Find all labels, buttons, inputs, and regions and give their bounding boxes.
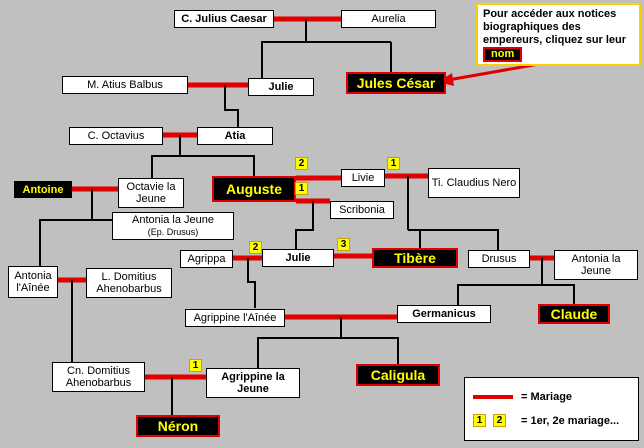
person-balbus: M. Atius Balbus [62, 76, 188, 94]
marriage-number: 1 [295, 182, 308, 195]
emperor-tibere[interactable]: Tibère [372, 248, 458, 268]
note-text: Pour accéder aux notices biographiques d… [483, 8, 627, 46]
legend-number-2: 2 [493, 414, 506, 427]
person-ti-claudius: Ti. Claudius Nero [428, 168, 520, 198]
legend-marriage-swatch [473, 395, 513, 399]
antonia-jeune-name: Antonia la Jeune [132, 214, 214, 226]
descent-line [261, 19, 307, 80]
descent-line [341, 337, 399, 364]
marriage-number: 3 [337, 238, 350, 251]
descent-line [180, 155, 255, 178]
descent-line [224, 85, 239, 127]
person-octavie: Octavie la Jeune [118, 178, 184, 208]
descent-line [457, 258, 543, 306]
person-julie-2: Julie [262, 249, 334, 267]
emperor-caligula[interactable]: Caligula [356, 364, 440, 386]
person-domitius-cn: Cn. Domitius Ahenobarbus [52, 362, 145, 392]
marriage-number: 1 [189, 359, 202, 372]
person-julie: Julie [248, 78, 314, 96]
descent-line [257, 317, 342, 368]
descent-line [39, 189, 93, 266]
descent-line [247, 258, 256, 308]
note-nom-badge: nom [483, 47, 523, 62]
instruction-note: Pour accéder aux notices biographiques d… [476, 3, 641, 66]
marriage-number: 2 [295, 157, 308, 170]
descent-line [151, 135, 181, 178]
person-antoine: Antoine [14, 181, 72, 198]
legend: = Mariage 1 2 = 1er, 2e mariage... [464, 377, 639, 441]
emperor-auguste[interactable]: Auguste [212, 176, 296, 202]
person-aurelia: Aurelia [341, 10, 436, 28]
marriage-number: 2 [249, 241, 262, 254]
person-livie: Livie [341, 169, 385, 187]
person-antonia-jeune: Antonia la Jeune (Ep. Drusus) [112, 212, 234, 240]
emperor-jules-cesar[interactable]: Jules César [346, 72, 446, 94]
emperor-claude[interactable]: Claude [538, 304, 610, 324]
person-domitius-l: L. Domitius Ahenobarbus [86, 268, 172, 298]
person-caesar-c: C. Julius Caesar [174, 10, 274, 28]
person-drusus: Drusus [468, 250, 530, 268]
person-antonia-ainee: Antonia l'Aînée [8, 266, 58, 298]
descent-line [542, 284, 575, 304]
person-scribonia: Scribonia [330, 201, 394, 219]
emperor-neron[interactable]: Néron [136, 415, 220, 437]
person-octavius: C. Octavius [69, 127, 163, 145]
marriage-number: 1 [387, 157, 400, 170]
descent-line [408, 229, 421, 248]
person-antonia-jeune-2: Antonia la Jeune [554, 250, 638, 280]
person-agrippine-ainee: Agrippine l'Aînée [185, 309, 285, 327]
person-agrippine-jeune: Agrippine la Jeune [206, 368, 300, 398]
descent-line [295, 201, 314, 250]
descent-line [408, 229, 499, 250]
antonia-jeune-note: (Ep. Drusus) [147, 227, 199, 237]
legend-marriage-label: = Mariage [521, 391, 573, 403]
person-agrippa: Agrippa [180, 250, 233, 268]
legend-order-label: = 1er, 2e mariage... [521, 415, 620, 427]
person-germanicus: Germanicus [397, 305, 491, 323]
person-atia: Atia [197, 127, 273, 145]
legend-number-1: 1 [473, 414, 486, 427]
